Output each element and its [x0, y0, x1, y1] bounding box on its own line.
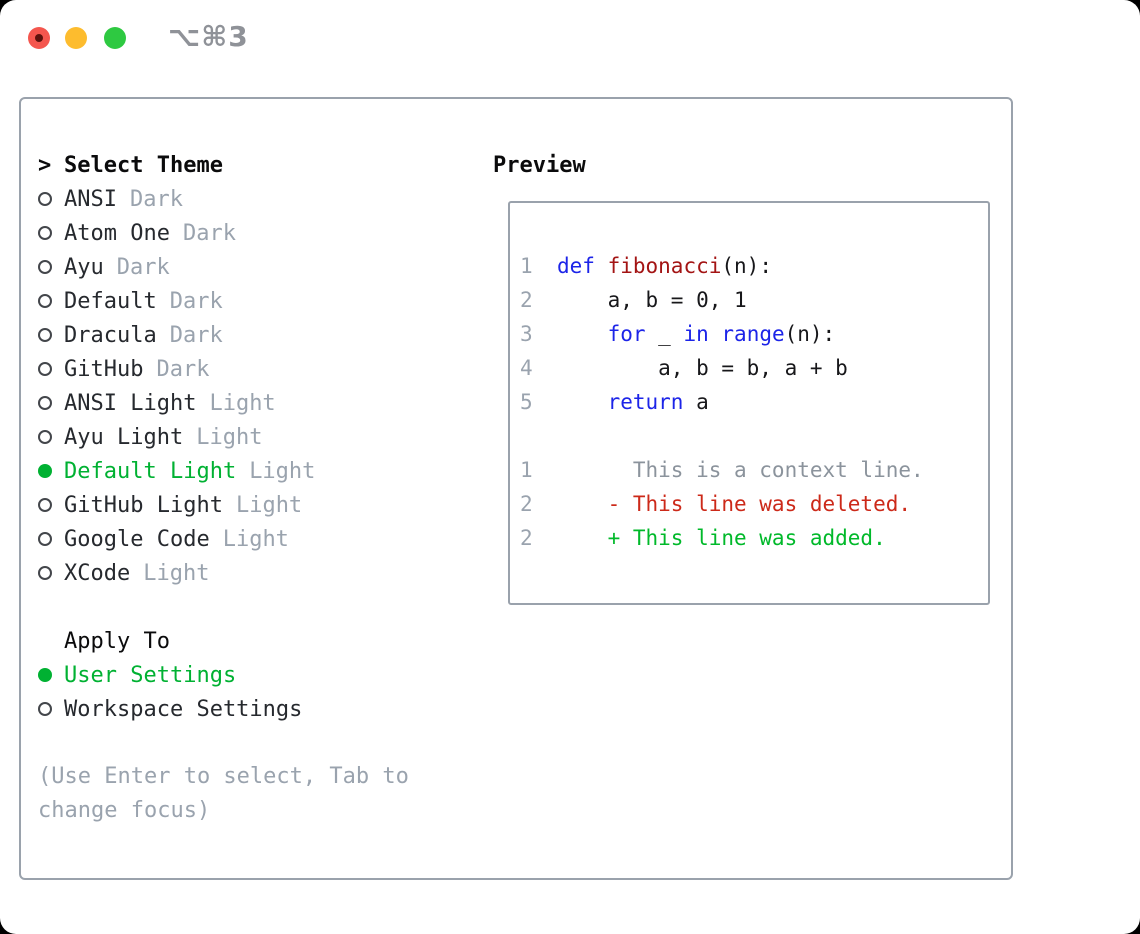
traffic-light-minimize-button[interactable]: [65, 27, 87, 49]
theme-name: GitHub: [64, 356, 144, 382]
preview-line: [520, 419, 988, 453]
line-content: - This line was deleted.: [557, 492, 912, 516]
theme-name: Atom One: [64, 220, 170, 246]
preview-line: 2 a, b = 0, 1: [520, 283, 988, 317]
theme-variant: Dark: [169, 322, 223, 348]
theme-variant: Dark: [169, 288, 223, 314]
theme-option-atom-one[interactable]: Atom One Dark: [38, 216, 315, 250]
apply-option-workspace-settings[interactable]: Workspace Settings: [38, 692, 302, 726]
radio-icon: [38, 532, 64, 546]
theme-option-ayu[interactable]: Ayu Dark: [38, 250, 315, 284]
radio-icon: [38, 294, 64, 308]
theme-name: ANSI: [64, 186, 117, 212]
line-content: return a: [607, 390, 709, 414]
theme-option-github[interactable]: GitHub Dark: [38, 352, 315, 386]
theme-name: GitHub Light: [64, 492, 223, 518]
line-number: 2: [520, 288, 533, 312]
theme-option-default[interactable]: Default Dark: [38, 284, 315, 318]
theme-name: XCode: [64, 560, 131, 586]
radio-icon: [38, 430, 64, 444]
theme-name: Google Code: [64, 526, 210, 552]
radio-selected-icon: [38, 668, 64, 682]
line-number: 2: [520, 492, 533, 516]
theme-variant: Light: [209, 390, 276, 416]
preview-line: 3 for _ in range(n):: [520, 317, 988, 351]
theme-name: Default: [64, 288, 157, 314]
select-theme-title: Select Theme: [64, 152, 223, 178]
traffic-light-close-button[interactable]: [28, 27, 50, 49]
line-number: 2: [520, 526, 533, 550]
select-theme-header: > Select Theme: [38, 148, 315, 182]
theme-variant: Light: [222, 526, 289, 552]
record-dot-icon: [35, 34, 43, 42]
focus-caret-icon: >: [38, 152, 52, 178]
traffic-light-zoom-button[interactable]: [104, 27, 126, 49]
radio-icon: [38, 260, 64, 274]
apply-option-label: User Settings: [64, 662, 237, 688]
theme-variant: Dark: [182, 220, 236, 246]
preview-line: 1 def fibonacci(n):: [520, 249, 988, 283]
line-number: 1: [520, 458, 533, 482]
theme-variant: Dark: [129, 186, 183, 212]
theme-option-google-code[interactable]: Google Code Light: [38, 522, 315, 556]
theme-variant: Light: [143, 560, 210, 586]
line-number: 5: [520, 390, 533, 414]
preview-line: 5 return a: [520, 385, 988, 419]
line-content: a, b = b, a + b: [557, 356, 848, 380]
theme-option-default-light[interactable]: Default Light Light: [38, 454, 315, 488]
preview-line: 1 This is a context line.: [520, 453, 988, 487]
theme-variant: Dark: [116, 254, 170, 280]
radio-icon: [38, 192, 64, 206]
theme-name: Default Light: [64, 458, 237, 484]
line-number: 1: [520, 254, 533, 278]
line-content: def fibonacci(n):: [557, 254, 772, 278]
line-number: 4: [520, 356, 533, 380]
theme-variant: Dark: [156, 356, 210, 382]
apply-to-title: Apply To: [64, 628, 170, 654]
theme-option-ansi[interactable]: ANSI Dark: [38, 182, 315, 216]
theme-name: Ayu: [64, 254, 104, 280]
titlebar: ⌥⌘3: [0, 0, 1140, 76]
radio-selected-icon: [38, 464, 64, 478]
radio-icon: [38, 226, 64, 240]
theme-option-dracula[interactable]: Dracula Dark: [38, 318, 315, 352]
theme-name: Dracula: [64, 322, 157, 348]
radio-icon: [38, 702, 64, 716]
preview-line: [520, 215, 988, 249]
radio-icon: [38, 566, 64, 580]
apply-option-label: Workspace Settings: [64, 696, 303, 722]
radio-icon: [38, 498, 64, 512]
preview-line: 4 a, b = b, a + b: [520, 351, 988, 385]
apply-to-header: Apply To: [38, 624, 302, 658]
apply-option-user-settings[interactable]: User Settings: [38, 658, 302, 692]
radio-icon: [38, 362, 64, 376]
help-text: (Use Enter to select, Tab to change focu…: [38, 764, 409, 823]
radio-icon: [38, 396, 64, 410]
theme-variant: Light: [196, 424, 263, 450]
preview-title: Preview: [493, 152, 586, 178]
line-content: + This line was added.: [557, 526, 886, 550]
preview-line: 2 + This line was added.: [520, 521, 988, 555]
theme-name: ANSI Light: [64, 390, 197, 416]
theme-option-github-light[interactable]: GitHub Light Light: [38, 488, 315, 522]
theme-variant: Light: [249, 458, 316, 484]
preview-line: 2 - This line was deleted.: [520, 487, 988, 521]
theme-option-ansi-light[interactable]: ANSI Light Light: [38, 386, 315, 420]
theme-option-ayu-light[interactable]: Ayu Light Light: [38, 420, 315, 454]
line-content: a, b = 0, 1: [557, 288, 747, 312]
window-shortcut-label: ⌥⌘3: [168, 20, 249, 53]
theme-variant: Light: [235, 492, 303, 518]
radio-icon: [38, 328, 64, 342]
theme-name: Ayu Light: [64, 424, 184, 450]
line-content: for _ in range(n):: [607, 322, 836, 346]
line-content: This is a context line.: [557, 458, 924, 482]
line-number: 3: [520, 322, 533, 346]
theme-option-xcode[interactable]: XCode Light: [38, 556, 315, 590]
